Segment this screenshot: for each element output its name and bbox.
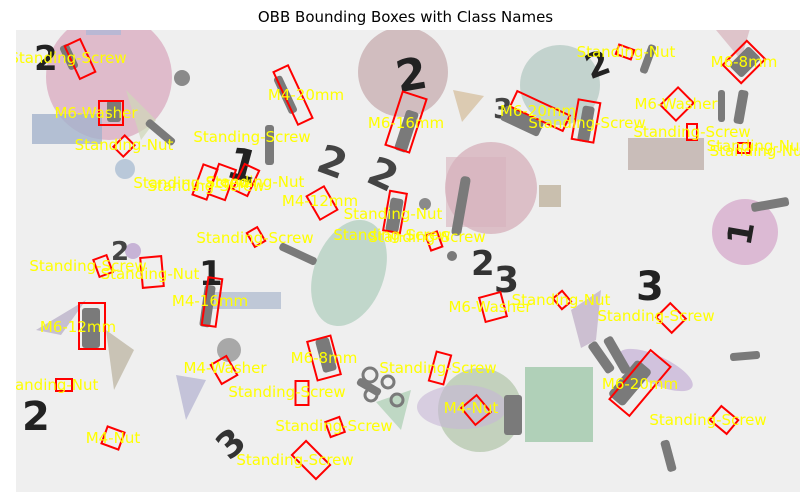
obb-box: [686, 123, 698, 141]
obb-box: [290, 439, 332, 481]
obb-box: [614, 43, 636, 61]
obb-box: [200, 276, 224, 328]
image-canvas: 2 2 2 1 2 2 2 3 1 3 1 2 3 3 2: [16, 30, 800, 492]
obb-box: [424, 230, 444, 252]
obb-box: [209, 354, 239, 386]
obb-box: [323, 415, 347, 439]
svg-text:2: 2: [471, 244, 495, 284]
figure-title: OBB Bounding Boxes with Class Names: [257, 8, 554, 26]
obb-box: [737, 142, 751, 154]
svg-text:2: 2: [22, 394, 50, 440]
obb-box: [139, 255, 165, 289]
obb-box: [100, 425, 126, 451]
obb-box: [381, 189, 409, 235]
obb-box: [551, 289, 573, 311]
svg-text:1: 1: [199, 254, 223, 294]
obb-box: [272, 64, 314, 126]
obb-box: [608, 348, 672, 418]
svg-text:2: 2: [34, 39, 58, 79]
svg-text:2: 2: [311, 136, 353, 189]
obb-box: [508, 89, 572, 133]
svg-text:3: 3: [209, 421, 255, 469]
obb-box: [191, 163, 219, 201]
obb-box: [427, 350, 453, 386]
obb-box: [570, 98, 602, 144]
obb-box: [654, 301, 688, 335]
obb-boxes: [55, 37, 767, 481]
obb-box: [98, 100, 124, 126]
obb-box: [721, 39, 767, 85]
obb-box: [306, 334, 342, 382]
background-shapes: [32, 30, 778, 452]
svg-text:2: 2: [111, 237, 129, 267]
obb-box: [294, 380, 310, 406]
obb-box: [384, 90, 428, 154]
hardware-parts: [59, 44, 790, 472]
obb-box: [92, 253, 114, 279]
obb-box: [55, 378, 73, 392]
obb-box: [206, 162, 238, 202]
svg-text:2: 2: [360, 148, 405, 201]
obb-box: [658, 85, 696, 123]
obb-box: [231, 162, 261, 198]
svg-text:3: 3: [636, 264, 664, 310]
obb-box: [63, 37, 97, 81]
obb-box: [459, 393, 493, 427]
obb-box: [245, 225, 267, 249]
obb-box: [78, 302, 106, 350]
obb-box: [708, 404, 740, 436]
obb-box: [305, 184, 339, 222]
obb-box: [111, 133, 137, 159]
scene-graphics: 2 2 2 1 2 2 2 3 1 3 1 2 3 3 2: [22, 30, 790, 481]
obb-box: [477, 290, 509, 324]
svg-text:3: 3: [494, 260, 519, 301]
